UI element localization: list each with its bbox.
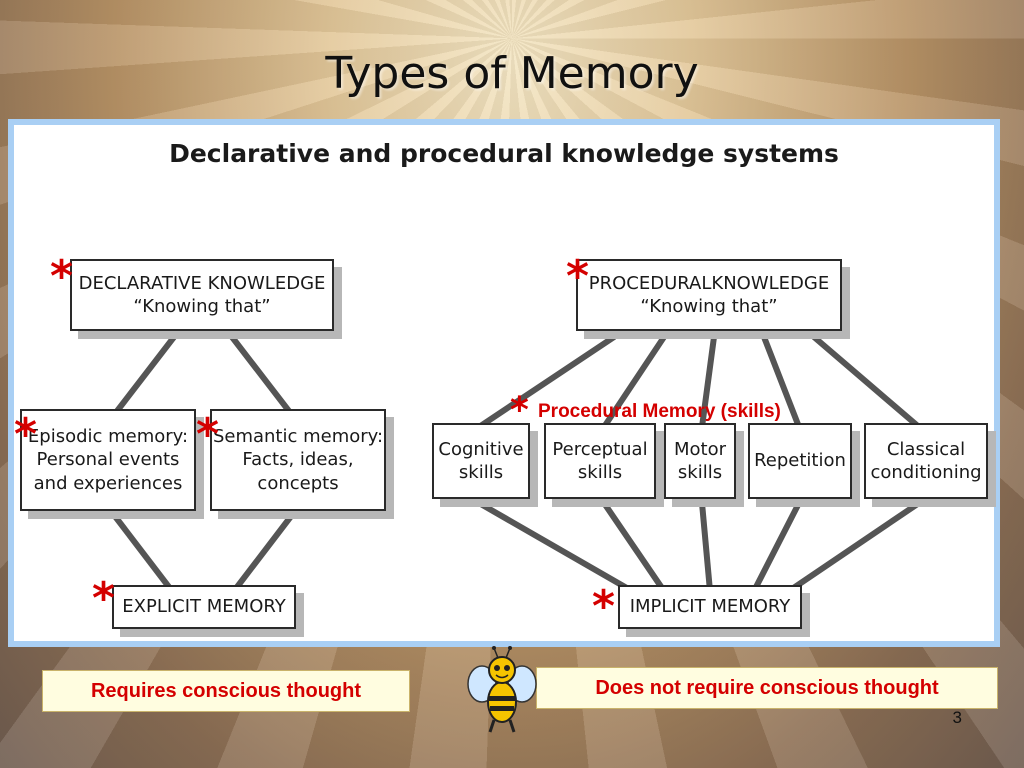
- procedural-knowledge-title: PROCEDURALKNOWLEDGE: [588, 272, 830, 294]
- connector-line: [699, 334, 717, 430]
- connector-lines: [111, 334, 922, 594]
- skill-label: skills: [458, 462, 504, 483]
- procedural-memory-star-marker: *: [510, 390, 529, 431]
- implicit-memory-box: IMPLICIT MEMORY: [618, 585, 802, 629]
- procedural-star-marker: *: [566, 251, 590, 302]
- procedural-knowledge-box: PROCEDURALKNOWLEDGE “Knowing that”: [576, 259, 842, 331]
- procedural-knowledge-subtitle: “Knowing that”: [640, 296, 778, 317]
- connector-line: [751, 500, 802, 594]
- bee-clipart-icon: [467, 646, 537, 733]
- callout-right-text: Does not require conscious thought: [595, 676, 939, 699]
- connector-line: [761, 334, 802, 430]
- procedural-memory-note: Procedural Memory (skills): [538, 401, 781, 422]
- episodic-line-3: and experiences: [33, 472, 183, 494]
- connector-line: [231, 512, 295, 594]
- connector-line: [811, 334, 922, 430]
- semantic-star-marker: *: [196, 409, 220, 460]
- skill-label: skills: [677, 462, 723, 483]
- skill-label: conditioning: [870, 462, 982, 483]
- declarative-star-marker: *: [50, 251, 74, 302]
- declarative-knowledge-box: DECLARATIVE KNOWLEDGE “Knowing that”: [70, 259, 334, 331]
- episodic-memory-box: Episodic memory: Personal events and exp…: [20, 409, 196, 511]
- skill-label: Repetition: [754, 450, 846, 472]
- episodic-line-2: Personal events: [36, 449, 180, 471]
- episodic-line-1: Episodic memory:: [27, 425, 189, 447]
- connector-line: [601, 500, 667, 594]
- semantic-line-1: Semantic memory:: [212, 425, 384, 447]
- slide-title: Types of Memory: [325, 48, 699, 99]
- connector-line: [229, 334, 295, 418]
- semantic-line-2: Facts, ideas,: [242, 449, 354, 471]
- explicit-star-marker: *: [92, 573, 116, 624]
- episodic-star-marker: *: [14, 409, 38, 460]
- skill-box-perceptual: Perceptual skills: [544, 423, 656, 499]
- skill-label: Classical: [886, 438, 966, 460]
- callout-left-text: Requires conscious thought: [90, 679, 362, 702]
- connector-line: [601, 334, 667, 430]
- diagram-subtitle: Declarative and procedural knowledge sys…: [169, 139, 839, 168]
- diagram-panel: Declarative and procedural knowledge sys…: [8, 119, 1000, 647]
- skill-label: Perceptual: [552, 438, 648, 460]
- skill-box-repetition: Repetition: [748, 423, 852, 499]
- callout-requires-conscious-thought: Requires conscious thought: [42, 670, 410, 712]
- implicit-star-marker: *: [592, 581, 616, 632]
- declarative-knowledge-title: DECLARATIVE KNOWLEDGE: [78, 272, 326, 294]
- connector-line: [111, 512, 175, 594]
- skill-label: Motor: [673, 438, 726, 460]
- explicit-memory-box: EXPLICIT MEMORY: [112, 585, 296, 629]
- semantic-memory-box: Semantic memory: Facts, ideas, concepts: [210, 409, 386, 511]
- skill-box-classical-conditioning: Classical conditioning: [864, 423, 988, 499]
- page-number: 3: [952, 708, 962, 727]
- connector-line: [111, 334, 177, 418]
- connector-line: [699, 500, 713, 594]
- connector-line: [786, 500, 922, 594]
- explicit-memory-label: EXPLICIT MEMORY: [122, 596, 286, 618]
- skill-box-cognitive: Cognitive skills: [432, 423, 530, 499]
- declarative-knowledge-subtitle: “Knowing that”: [133, 296, 271, 317]
- connector-line: [476, 500, 635, 594]
- semantic-line-3: concepts: [257, 472, 339, 494]
- skill-label: skills: [577, 462, 623, 483]
- callout-does-not-require-conscious-thought: Does not require conscious thought: [536, 667, 998, 709]
- implicit-memory-label: IMPLICIT MEMORY: [629, 596, 791, 618]
- connector-line: [476, 334, 617, 430]
- skill-label: Cognitive: [438, 438, 524, 460]
- skill-box-motor: Motor skills: [664, 423, 736, 499]
